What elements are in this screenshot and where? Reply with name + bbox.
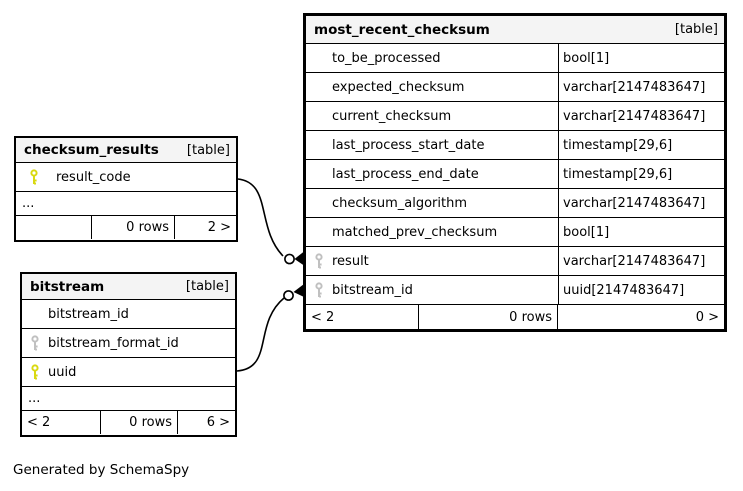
foreign-key-icon	[31, 335, 39, 351]
column-type: varchar[2147483647]	[558, 247, 724, 275]
column-type: timestamp[29,6]	[558, 160, 724, 188]
table-row: expected_checksum varchar[2147483647]	[306, 73, 724, 102]
table-row: matched_prev_checksum bool[1]	[306, 218, 724, 247]
table-row: result_code	[16, 163, 236, 192]
table-title[interactable]: checksum_results	[24, 142, 159, 158]
table-row: bitstream_id uuid[2147483647]	[306, 276, 724, 305]
column-name: result	[306, 247, 558, 275]
footer-parents-count	[16, 216, 91, 239]
column-name: uuid	[22, 358, 76, 386]
column-type: varchar[2147483647]	[558, 102, 724, 130]
table-row: current_checksum varchar[2147483647]	[306, 102, 724, 131]
column-name: result_code	[16, 163, 131, 191]
column-name: checksum_algorithm	[332, 195, 467, 211]
column-type: bool[1]	[558, 44, 724, 72]
table-footer: < 2 0 rows 0 >	[306, 305, 724, 329]
column-name-text: result	[332, 253, 369, 269]
column-name-text: bitstream_id	[332, 282, 413, 298]
column-type: uuid[2147483647]	[558, 276, 724, 304]
footer-children-count: 6 >	[177, 411, 235, 434]
table-header: most_recent_checksum [table]	[306, 16, 724, 44]
column-name: matched_prev_checksum	[332, 224, 498, 240]
primary-key-icon	[31, 364, 39, 380]
table-footer: < 2 0 rows 6 >	[22, 411, 235, 434]
column-type: bool[1]	[558, 218, 724, 246]
foreign-key-icon	[315, 253, 323, 269]
footer-row-count: 0 rows	[100, 411, 177, 434]
table-row: uuid	[22, 358, 235, 387]
footer-children-count: 2 >	[174, 216, 236, 239]
column-name-text: uuid	[48, 364, 77, 380]
table-checksum-results[interactable]: checksum_results [table] result_code ...…	[14, 136, 238, 242]
column-name-text: bitstream_format_id	[48, 335, 179, 351]
table-header: checksum_results [table]	[16, 138, 236, 163]
table-row: to_be_processed bool[1]	[306, 44, 724, 73]
column-type: varchar[2147483647]	[558, 73, 724, 101]
column-name: last_process_start_date	[332, 137, 485, 153]
column-name: last_process_end_date	[332, 166, 479, 182]
table-row: bitstream_id	[22, 300, 235, 329]
footer-children-count: 0 >	[557, 305, 724, 329]
column-name: bitstream_id	[306, 276, 558, 304]
generated-by-note: Generated by SchemaSpy	[13, 462, 190, 478]
column-name: bitstream_id	[48, 306, 129, 322]
table-bitstream[interactable]: bitstream [table] bitstream_id bitstream…	[20, 272, 237, 437]
column-name: bitstream_format_id	[22, 329, 179, 357]
column-name: to_be_processed	[332, 50, 441, 66]
column-type: varchar[2147483647]	[558, 189, 724, 217]
table-footer: 0 rows 2 >	[16, 216, 236, 239]
table-most-recent-checksum[interactable]: most_recent_checksum [table] to_be_proce…	[303, 13, 727, 332]
footer-parents-count: < 2	[311, 309, 335, 325]
table-title[interactable]: bitstream	[30, 278, 105, 295]
column-name: current_checksum	[332, 108, 452, 124]
table-row: checksum_algorithm varchar[2147483647]	[306, 189, 724, 218]
table-row: bitstream_format_id	[22, 329, 235, 358]
footer-parents-count: < 2	[27, 415, 51, 430]
primary-key-icon	[30, 169, 38, 185]
table-type-badge: [table]	[674, 22, 718, 37]
table-header: bitstream [table]	[22, 274, 235, 300]
column-name-text: result_code	[56, 169, 131, 185]
column-type: timestamp[29,6]	[558, 131, 724, 159]
fk-connector-result	[237, 178, 304, 266]
table-title[interactable]: most_recent_checksum	[314, 21, 490, 38]
foreign-key-icon	[315, 282, 323, 298]
fk-connector-bitstream-id	[236, 284, 304, 372]
footer-row-count: 0 rows	[418, 305, 557, 329]
column-name: expected_checksum	[332, 79, 465, 95]
table-type-badge: [table]	[186, 142, 230, 158]
table-row: last_process_start_date timestamp[29,6]	[306, 131, 724, 160]
hidden-columns-ellipsis: ...	[16, 192, 236, 216]
table-type-badge: [table]	[185, 279, 229, 294]
table-row: last_process_end_date timestamp[29,6]	[306, 160, 724, 189]
table-row: result varchar[2147483647]	[306, 247, 724, 276]
footer-row-count: 0 rows	[91, 216, 174, 239]
hidden-columns-ellipsis: ...	[22, 387, 235, 411]
